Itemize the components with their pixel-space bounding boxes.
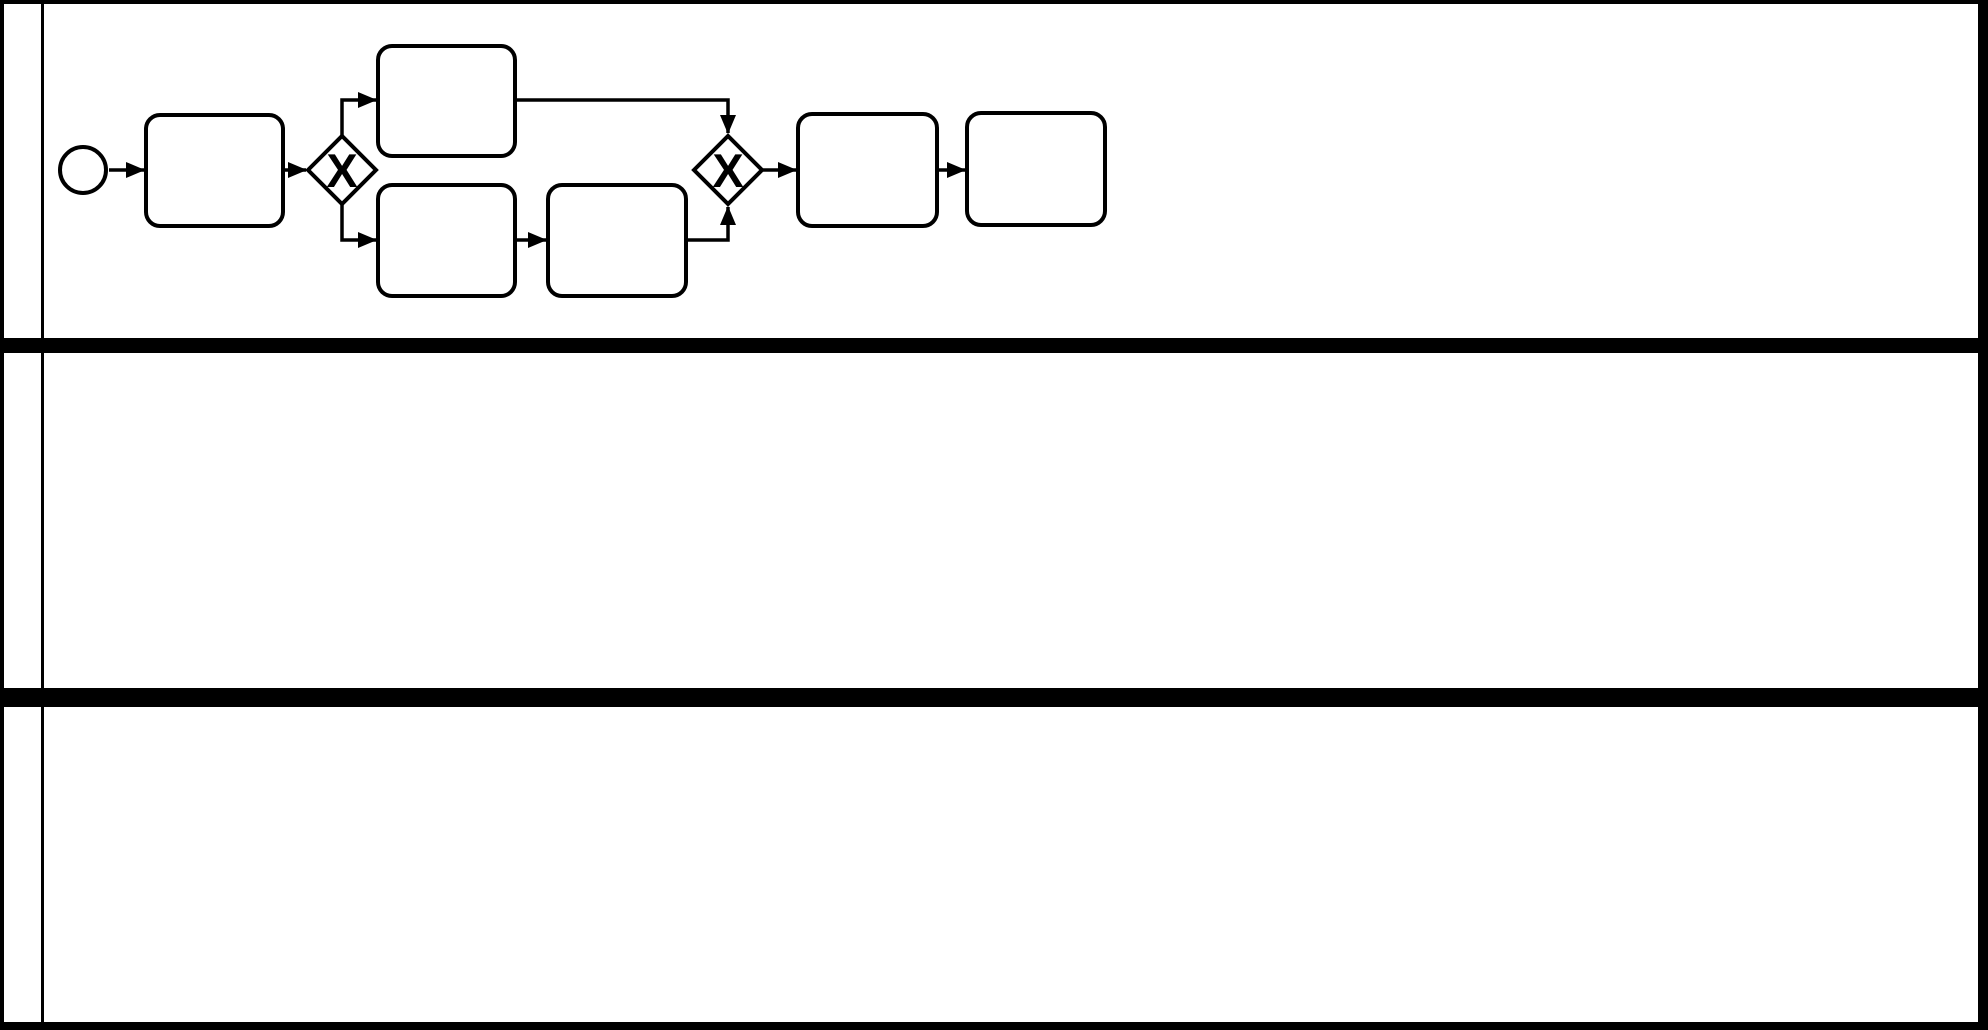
flow-split-to-task2 xyxy=(340,92,377,136)
gateway-labels: X X xyxy=(326,144,743,197)
pool-border-bottom xyxy=(0,1022,1988,1030)
task-1-box xyxy=(144,113,285,228)
task-2-box xyxy=(376,44,517,158)
lane-separator-2 xyxy=(0,688,1988,707)
start-event-circle xyxy=(58,145,108,195)
flow-task2-to-merge xyxy=(516,98,736,134)
pool-label-band-divider xyxy=(41,0,44,1030)
pool-border-top xyxy=(0,0,1988,4)
exclusive-gateway-merge-diamond xyxy=(691,133,765,207)
pool-border-left xyxy=(0,0,4,1030)
gateway-merge-x-icon: X xyxy=(712,144,743,197)
task-5-box xyxy=(796,112,939,228)
task-3-box xyxy=(376,183,517,298)
sequence-flows xyxy=(109,92,966,248)
task-6-box xyxy=(965,111,1107,227)
pool-border-right xyxy=(1978,0,1988,1030)
flow-nodes xyxy=(58,44,1107,298)
lane-separator-1 xyxy=(0,338,1988,353)
gateway-split-x-icon: X xyxy=(326,144,357,197)
exclusive-gateway-split-diamond xyxy=(305,133,379,207)
task-4-box xyxy=(546,183,688,298)
flow-task4-to-merge xyxy=(686,206,736,242)
flow-split-to-task3 xyxy=(340,204,377,248)
